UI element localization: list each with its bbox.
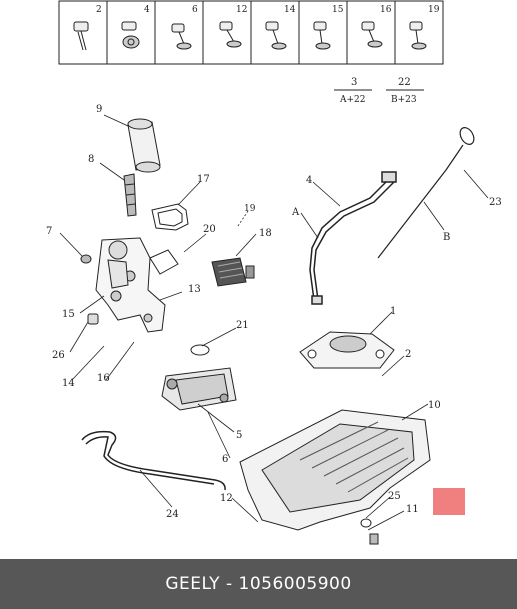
callout-label: 23 — [489, 197, 502, 208]
table-cell-label: 19 — [428, 5, 440, 15]
callout-label: 1 — [390, 306, 396, 317]
callout-label: 25 — [388, 491, 401, 502]
callout-label: 15 — [62, 309, 75, 320]
oil-cooler — [211, 257, 255, 287]
callout-label: 24 — [166, 509, 179, 520]
callout-label: A — [291, 207, 300, 218]
bolt-icon — [73, 21, 89, 51]
callout-label: 20 — [203, 224, 216, 235]
callout-label: 7 — [46, 226, 52, 237]
callout-label: 10 — [428, 400, 441, 411]
dipstick-tube — [309, 171, 397, 305]
oil-filter — [123, 118, 161, 217]
seal-ring — [149, 249, 179, 275]
callout-label: 18 — [259, 228, 272, 239]
callout-label: 13 — [188, 284, 201, 295]
oil-pan — [239, 409, 431, 531]
reference-bottom: A+22 — [339, 95, 366, 105]
callout-labels: 9 8 17 19 20 18 7 15 13 26 14 16 21 5 6 … — [46, 104, 502, 520]
callout-label: 17 — [197, 174, 210, 185]
bolt-icon — [265, 21, 287, 50]
gasket — [151, 203, 189, 231]
bolt-icon — [313, 21, 331, 50]
oil-filter-housing — [95, 237, 166, 333]
engine-mount — [299, 331, 395, 369]
callout-label: 8 — [88, 154, 94, 165]
small-parts — [80, 254, 99, 325]
callout-label: B — [443, 232, 450, 243]
reference-fraction: 3 A+22 — [334, 77, 372, 105]
callout-label: 4 — [306, 175, 312, 186]
part-caption-bar: GEELY - 1056005900 — [0, 559, 517, 609]
bolt-icon — [171, 23, 192, 50]
callout-label: 9 — [96, 104, 102, 115]
bolt-icon — [219, 21, 242, 48]
table-cell-label: 16 — [380, 5, 392, 15]
part-caption: GEELY - 1056005900 — [165, 574, 352, 594]
highlight-marker — [433, 488, 465, 515]
oil-return-pipe — [81, 430, 226, 491]
reference-fraction: 22 B+23 — [386, 77, 424, 105]
leader-lines — [59, 114, 489, 531]
drain-plug — [360, 518, 379, 545]
callout-label: 11 — [406, 504, 419, 515]
oil-level-sensor — [161, 344, 237, 411]
callout-label: 14 — [62, 378, 75, 389]
callout-label: 19 — [244, 204, 256, 214]
reference-top: 22 — [398, 77, 411, 88]
callout-label: 21 — [236, 320, 249, 331]
callout-label: 2 — [405, 349, 411, 360]
fastener-table-labels: 2 4 6 12 14 15 16 19 — [96, 5, 440, 15]
table-cell-label: 4 — [144, 5, 150, 15]
flange-bolt-icon — [121, 21, 140, 49]
callout-label: 26 — [52, 350, 65, 361]
reference-bottom: B+23 — [391, 95, 417, 105]
callout-label: 16 — [97, 373, 110, 384]
dipstick — [377, 127, 475, 259]
callout-label: 5 — [236, 430, 242, 441]
table-cell-label: 12 — [236, 5, 247, 15]
bolt-icons — [73, 21, 427, 51]
bolt-icon — [361, 21, 383, 48]
callout-label: 12 — [220, 493, 233, 504]
table-cell-label: 14 — [284, 5, 296, 15]
bolt-icon — [409, 21, 427, 50]
callout-label: 6 — [222, 454, 228, 465]
table-cell-label: 2 — [96, 5, 102, 15]
table-cell-label: 15 — [332, 5, 344, 15]
reference-top: 3 — [351, 77, 357, 88]
fastener-table — [58, 0, 444, 65]
table-cell-label: 6 — [192, 5, 198, 15]
